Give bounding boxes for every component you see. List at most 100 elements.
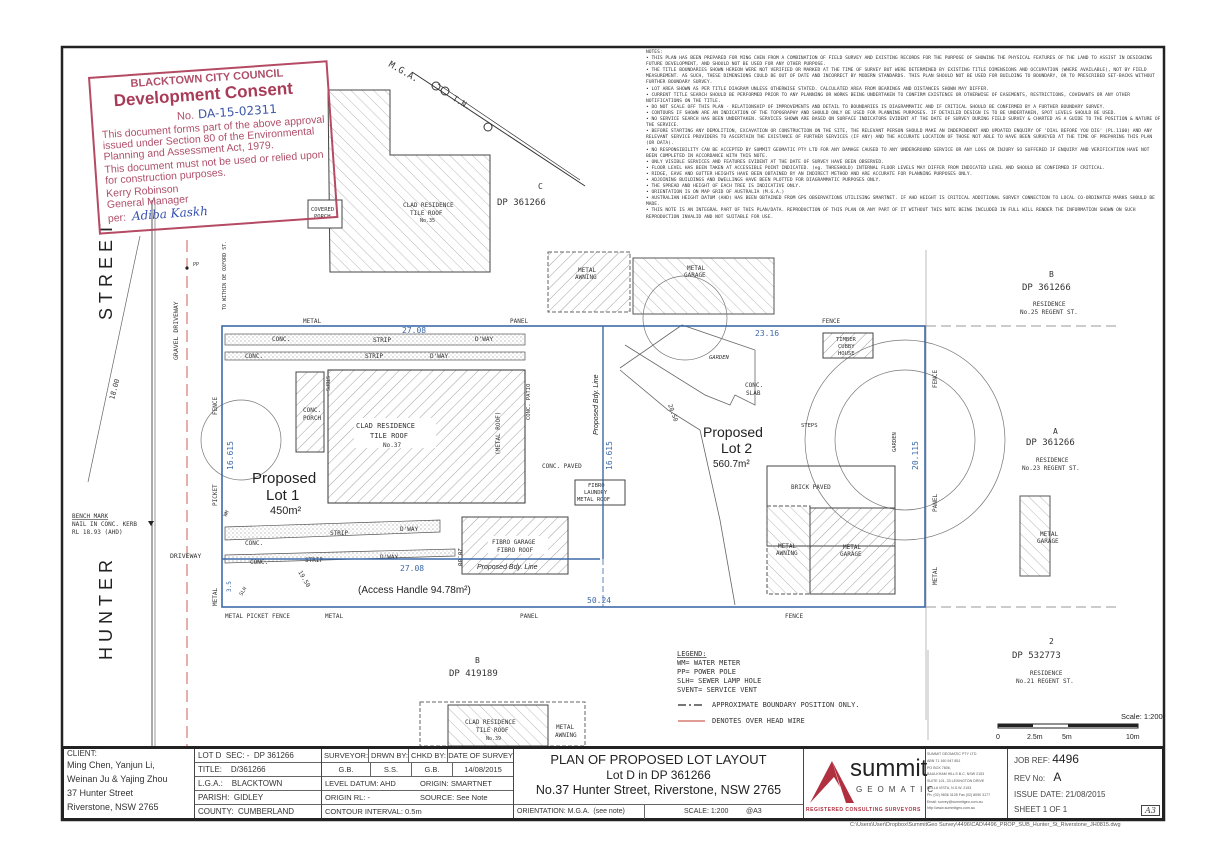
sheet-number: SHEET 1 OF 1 xyxy=(1014,805,1068,814)
lga-label: L.G.A.: xyxy=(198,779,223,788)
plan-subtitle-lot: Lot D in DP 361266 xyxy=(606,768,711,782)
residence-37-label: TILE ROOF xyxy=(370,432,408,440)
conc-label: CONC. xyxy=(245,540,263,547)
conc-label: CONC. xyxy=(250,559,268,566)
neighbour-lot-c: COVERED PORCH CLAD RESIDENCE TILE ROOF N… xyxy=(307,89,775,315)
note-item: • CURRENT TITLE SEARCH SHOULD BE PERFORM… xyxy=(646,92,1130,104)
lot-a-dp: DP 361266 xyxy=(1026,438,1075,448)
dimension-handle: 3.5 xyxy=(226,581,233,592)
lot-2-neighbour-label: 2 xyxy=(1049,637,1054,646)
access-handle-label: (Access Handle 94.78m²) xyxy=(358,585,471,596)
dimension-right: 20.115 xyxy=(911,441,920,470)
oxford-st-label: TO WITHIN DE OXFORD ST. xyxy=(222,241,228,310)
legend: LEGEND: WM= WATER METER PP= POWER POLE S… xyxy=(677,650,929,740)
title-value: D/361266 xyxy=(230,765,266,774)
county-value: CUMBERLAND xyxy=(238,807,295,816)
fence-label: METAL PICKET FENCE xyxy=(225,613,290,620)
dimension-lot2-top: 23.16 xyxy=(755,329,779,338)
fence-label: PANEL xyxy=(510,318,528,325)
issue-date-label: ISSUE DATE: xyxy=(1014,790,1064,799)
neighbour-lots-east: B DP 361266 RESIDENCE No.25 REGENT ST. A… xyxy=(804,250,1120,720)
lot-1-title: Proposed xyxy=(252,470,316,487)
proposed-boundary-label: Proposed Bdy. Line xyxy=(477,564,538,571)
note-item: • NO SERVICE SEARCH HAS BEEN UNDERTAKEN.… xyxy=(646,117,1161,129)
dimension-top: 27.08 xyxy=(402,326,426,335)
dimension-boundary: 16.615 xyxy=(605,441,614,470)
fence-label: FENCE xyxy=(212,397,219,415)
sewer-lamp-hole-label: SLH xyxy=(239,586,249,597)
neighbour-lot-south: B DP 419189 CLAD RESIDENCE TILE ROOF No.… xyxy=(419,656,586,747)
scale-tick: 10m xyxy=(1126,734,1140,741)
conc-porch-label: CONC. xyxy=(303,407,321,414)
parish-value: GIDLEY xyxy=(233,793,264,802)
notes-heading: NOTES: xyxy=(646,50,663,55)
fence-label: FENCE xyxy=(822,318,840,325)
dimension-middle: 27.08 xyxy=(400,564,424,573)
dimension-left: 16.615 xyxy=(226,441,235,470)
residence-23-label: RESIDENCE xyxy=(1036,457,1069,464)
residence-39-label: CLAD RESIDENCE xyxy=(465,719,516,726)
fibro-laundry-label: METAL ROOF xyxy=(577,497,610,503)
note-item: • ADJOINING BUILDINGS AND DWELLINGS HAVE… xyxy=(646,177,882,183)
note-item: • CONTOURS IF SHOWN ARE AN INDICATION OF… xyxy=(646,110,1117,116)
strip-label: STRIP xyxy=(305,557,323,564)
company-line: PO BOX 7806, xyxy=(927,765,951,770)
dp-value: DP 361266 xyxy=(253,751,294,760)
fence-label: FENCE xyxy=(785,613,803,620)
covered-porch-label: PORCH xyxy=(314,214,331,220)
steps-label: STEPS xyxy=(324,376,330,391)
power-pole-icon xyxy=(185,266,189,270)
covered-porch-label: COVERED xyxy=(311,207,334,213)
client-cell: CLIENT: Ming Chen, Yanjun Li, Weinan Ju … xyxy=(64,749,195,818)
residence-37-label: No.37 xyxy=(383,442,401,449)
conc-slab-label: SLAB xyxy=(746,390,761,397)
lot-value: LOT D xyxy=(198,751,222,760)
lot-b-dp: DP 361266 xyxy=(1022,283,1071,293)
fence-label: FENCE xyxy=(932,370,939,388)
stamp-no-label: No. xyxy=(176,109,195,123)
note-item: • NO RESPONSIBILITY CAN BE ACCEPTED BY S… xyxy=(646,147,1150,159)
legend-item: SVENT= SERVICE VENT xyxy=(677,686,758,694)
fence-label: PICKET xyxy=(212,484,219,506)
residence-25-label: RESIDENCE xyxy=(1033,301,1066,308)
metal-garage-label: GARAGE xyxy=(840,551,862,558)
lot-c-dp: DP 361266 xyxy=(497,198,546,208)
dway-label: D'WAY xyxy=(380,554,398,561)
summit-logo-icon xyxy=(810,761,854,803)
fibro-garage-label: FIBRO ROOF xyxy=(497,547,534,554)
cubby-house-label: TIMBER xyxy=(836,337,857,343)
metal-awning-label: AWNING xyxy=(555,732,577,739)
conc-label: CONC. xyxy=(245,353,263,360)
contour-label: 18.00 xyxy=(108,378,121,400)
metal-awning-label: METAL xyxy=(778,543,796,550)
client-line: Ming Chen, Yanjun Li, xyxy=(67,760,155,770)
residence-35-label: CLAD RESIDENCE xyxy=(403,202,454,209)
fence-label: METAL xyxy=(212,588,219,606)
stamp-per: per: xyxy=(107,211,127,225)
surveyor-value: G.B. xyxy=(322,763,371,776)
dway-label: D'WAY xyxy=(430,353,448,360)
north-tn-label: T.N. xyxy=(451,94,472,111)
legend-item: SLH= SEWER LAMP HOLE xyxy=(677,677,761,685)
lot-1-area: 450m² xyxy=(270,505,302,517)
logo-word: summit xyxy=(850,755,928,782)
metal-garage-label: METAL xyxy=(687,265,705,272)
garden-label: GARDEN xyxy=(892,432,898,452)
north-mga-label: M.G.A. xyxy=(387,60,420,85)
proposed-lot-2: GARDEN CONC. SLAB TIMBER CUBBY HOUSE STE… xyxy=(619,275,898,606)
residence-39-label: No.39 xyxy=(486,736,501,742)
lot-b-south-label: B xyxy=(475,656,480,665)
orientation: ORIENTATION: M.G.A. xyxy=(517,808,590,815)
legend-item: APPROXIMATE BOUNDARY POSITION ONLY. xyxy=(712,701,860,709)
conc-paved-label: CONC. PAVED xyxy=(542,463,582,470)
metal-garage-label: METAL xyxy=(843,544,861,551)
checked-by-label: CHKD BY: xyxy=(409,749,449,762)
contour-label: 20.50 xyxy=(666,403,679,423)
metal-awning-label: AWNING xyxy=(776,550,798,557)
fibro-garage-label: FIBRO GARAGE xyxy=(492,539,536,546)
client-line: 37 Hunter Street xyxy=(67,788,134,798)
company-line: BAULKHAM HILLS B.C. NSW 2153 xyxy=(927,772,985,777)
scale-label: Scale: 1:200 xyxy=(1121,712,1163,721)
residence-21-label: RESIDENCE xyxy=(1030,670,1063,677)
company-line: SUITE 101, 33 LEXINGTON DRIVE xyxy=(927,779,985,784)
